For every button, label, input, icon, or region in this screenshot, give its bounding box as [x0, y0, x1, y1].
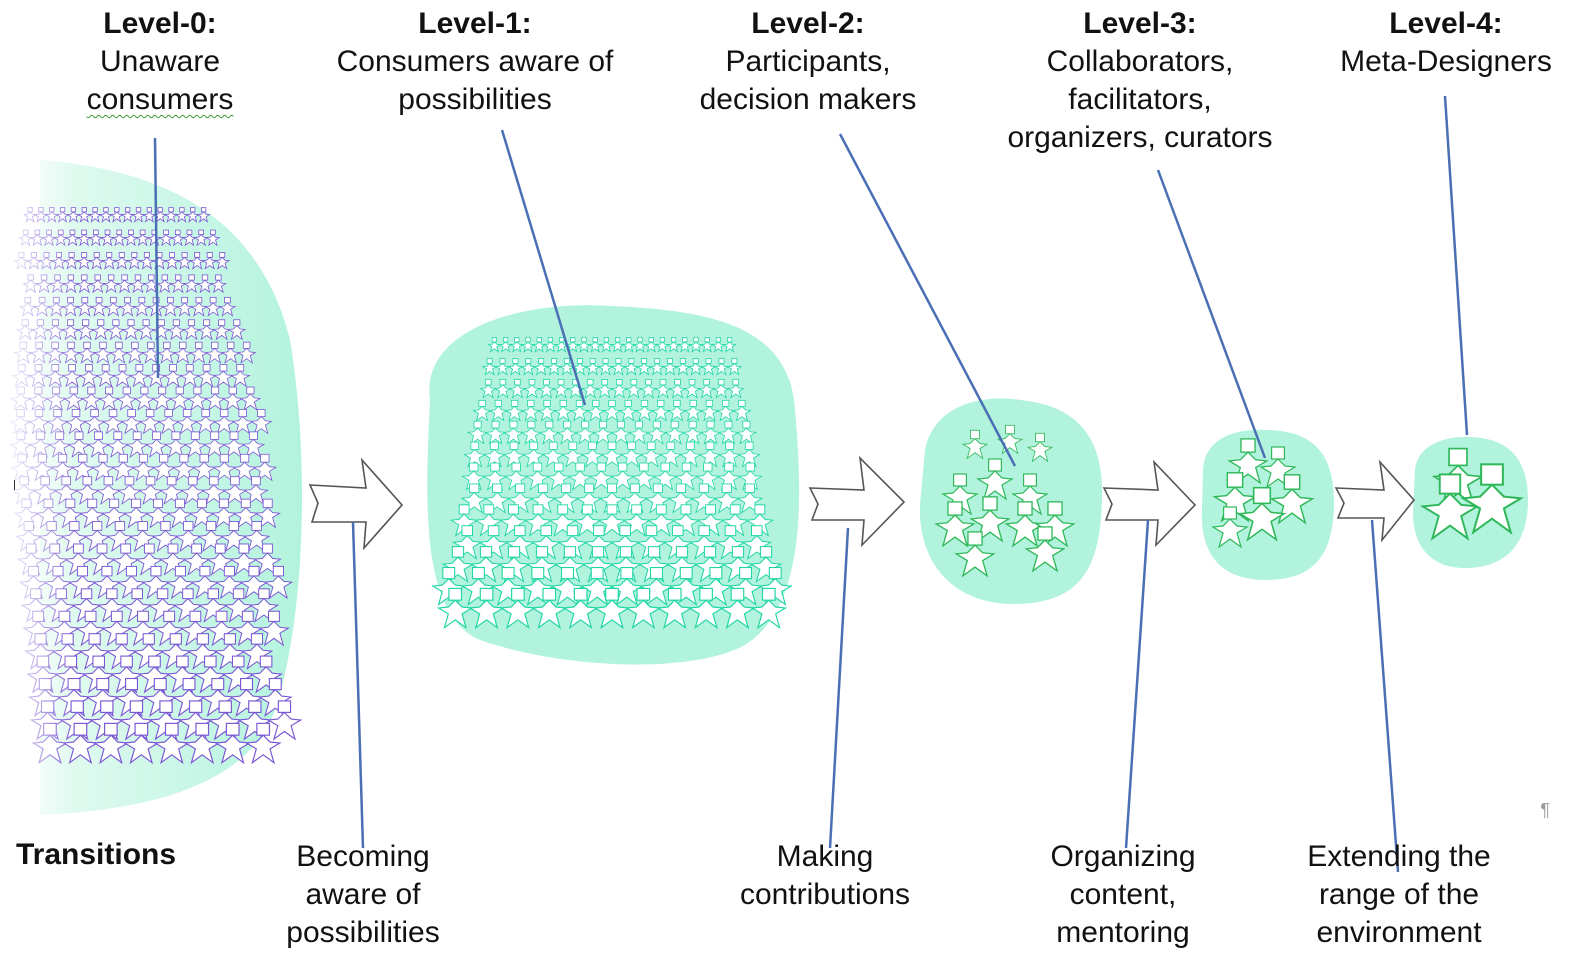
level-1-desc: Consumers aware of possibilities — [336, 45, 614, 116]
level-3-people — [1211, 438, 1315, 549]
person-figure — [1237, 486, 1287, 542]
level-1-people — [431, 337, 793, 630]
person-figure — [735, 420, 758, 445]
level-2-people — [934, 424, 1076, 578]
level-3-leader-line — [1156, 169, 1267, 459]
transition-1-leader-line — [351, 521, 365, 849]
level-2-leader-line — [838, 133, 1017, 467]
transition-arrow-1 — [308, 457, 404, 551]
transition-1-label: Becoming aware of possibilities — [286, 840, 440, 949]
person-figure — [610, 337, 625, 353]
transition-arrow-2 — [808, 455, 906, 548]
level-4-title: Level-4: — [1389, 7, 1503, 40]
transition-4-leader-line — [1370, 519, 1400, 873]
person-figure — [726, 358, 743, 376]
level-0-fade — [0, 150, 300, 830]
level-4-label: Level-4: Meta-Designers — [1320, 5, 1572, 81]
transition-arrow-3 — [1102, 459, 1197, 548]
transition-4-label: Extending the range of the environment — [1307, 840, 1491, 949]
level-4-people — [1419, 447, 1525, 541]
level-2-label: Level-2: Participants, decision makers — [668, 5, 948, 119]
person-figure — [715, 399, 736, 422]
person-figure — [1024, 526, 1066, 573]
level-0-desc-line2: consumers — [86, 83, 234, 116]
level-3-label: Level-3: Collaborators, facilitators, or… — [980, 5, 1300, 157]
level-0-leader-line — [153, 137, 160, 379]
level-0-label: Level-0: Unaware consumers — [60, 5, 260, 119]
person-figure — [1459, 463, 1525, 535]
transition-3-label: Organizing content, mentoring — [1050, 840, 1196, 949]
transition-arrow-4 — [1334, 459, 1416, 543]
level-3-title: Level-3: — [1083, 7, 1197, 40]
transitions-heading: Transitions — [16, 838, 177, 871]
person-figure — [722, 337, 737, 353]
left-tick-mark — [14, 480, 15, 490]
level-2-title: Level-2: — [751, 7, 865, 40]
transition-2-label: Making contributions — [739, 840, 911, 911]
level-4-desc: Meta-Designers — [1340, 45, 1552, 78]
level-1-label: Level-1: Consumers aware of possibilitie… — [300, 5, 650, 119]
level-0-title: Level-0: — [103, 7, 217, 40]
person-figure — [737, 441, 761, 468]
transition-2-leader-line — [828, 527, 850, 849]
level-2-desc: Participants, decision makers — [699, 45, 917, 116]
person-figure — [954, 531, 996, 578]
person-figure — [732, 399, 752, 422]
person-figure — [632, 337, 648, 353]
person-figure — [561, 441, 585, 468]
person-figure — [976, 458, 1014, 501]
level-3-blob — [1201, 429, 1335, 580]
transition-3-leader-line — [1124, 519, 1150, 849]
person-figure — [1211, 506, 1249, 549]
pilcrow-mark: ¶ — [1540, 800, 1550, 820]
level-0-desc-line1: Unaware — [99, 45, 221, 78]
person-figure — [618, 399, 639, 422]
person-figure — [961, 429, 989, 460]
person-figure — [750, 587, 788, 630]
level-3-desc: Collaborators, facilitators, organizers,… — [1007, 45, 1273, 154]
person-figure — [726, 379, 745, 399]
person-figure — [1419, 473, 1481, 541]
person-figure — [1026, 432, 1054, 463]
level-4-leader-line — [1443, 95, 1469, 436]
level-1-leader-line — [500, 129, 587, 406]
person-figure — [581, 379, 600, 399]
person-figure — [934, 501, 976, 548]
level-1-title: Level-1: — [418, 7, 532, 40]
